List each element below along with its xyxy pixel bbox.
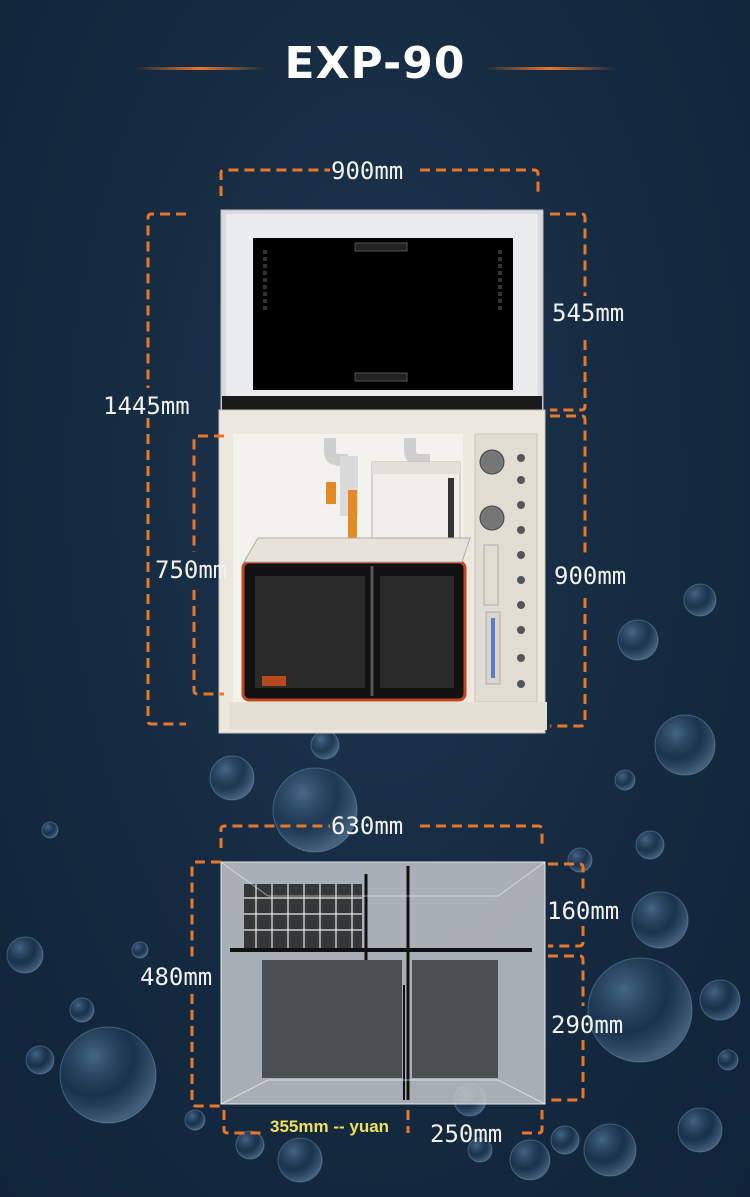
dim-sump-width: 630mm — [331, 812, 404, 840]
dim-sump-upper: 160mm — [547, 897, 620, 925]
dimension-lines — [146, 168, 587, 1135]
sump-detail — [220, 861, 546, 1105]
dim-sump-height: 480mm — [140, 963, 213, 991]
dim-total-height: 1445mm — [103, 392, 190, 420]
dim-tank-height: 545mm — [552, 299, 625, 327]
dim-sump-left-section: 355mm -- yuan — [270, 1117, 390, 1136]
display-tank — [220, 209, 544, 413]
cabinet — [218, 409, 547, 734]
dim-sump-lower: 290mm — [551, 1011, 624, 1039]
title-line-left — [135, 67, 265, 70]
dim-cabinet-height: 900mm — [554, 562, 627, 590]
dim-sump-right-section: 250mm — [430, 1120, 503, 1148]
dim-cabinet-inner-height: 750mm — [155, 556, 228, 584]
page-title: EXP-90 — [284, 38, 466, 89]
title-line-right — [485, 67, 615, 70]
dim-top-width: 900mm — [331, 157, 404, 185]
